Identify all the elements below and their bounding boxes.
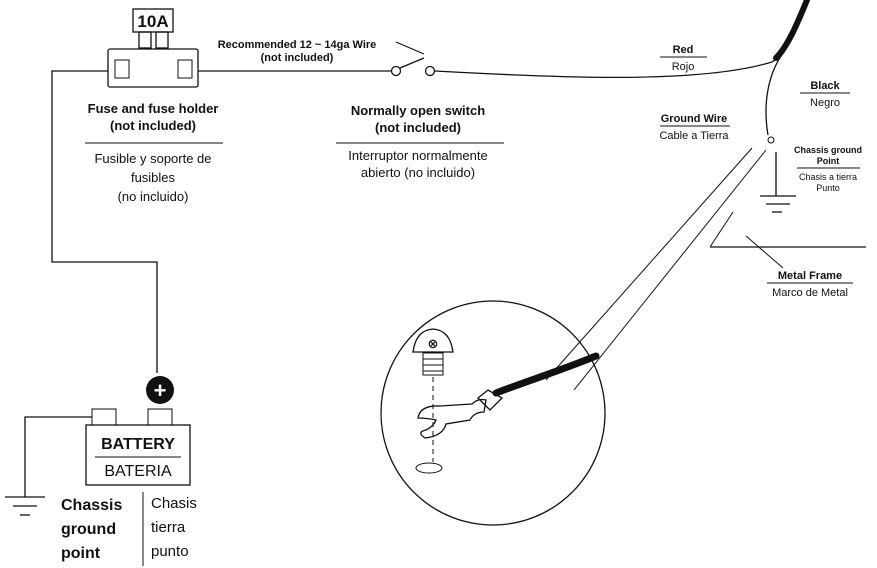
switch-contact-right	[424, 65, 436, 77]
fuse-label-es-1: Fusible y soporte de	[94, 151, 211, 166]
ring-terminal-icon	[417, 389, 504, 439]
battery-terminal-negative	[91, 408, 117, 426]
switch-label-2: (not included)	[375, 120, 461, 135]
wire-fuse-to-battery	[51, 70, 158, 373]
battery-label: BATTERY	[101, 436, 175, 453]
ground-symbol-right	[760, 152, 796, 213]
screw-icon: ⊗	[412, 328, 454, 376]
ground-lug-ring	[767, 136, 775, 144]
fuse-rating-box	[132, 8, 174, 33]
wire-insulation-thick	[773, 0, 810, 61]
chassis-ground-left-label-2: ground	[61, 521, 116, 538]
battery-body	[85, 424, 191, 486]
switch-label-es-2: abierto (no incluido)	[361, 165, 475, 180]
battery: + BATTERY BATERIA	[85, 376, 191, 486]
ground-connection-detail: ⊗	[380, 300, 606, 526]
chassis-ground-left-label-es-3: punto	[151, 543, 189, 560]
battery-label-es: BATERIA	[104, 463, 172, 480]
ground-symbol-left	[5, 496, 45, 516]
wire-note-line1: Recommended 12 ~ 14ga Wire	[218, 39, 377, 51]
red-wire-label: Red	[673, 44, 694, 56]
wire-note-line2: (not included)	[261, 52, 334, 64]
switch-contact-left	[390, 65, 402, 77]
battery-terminal-positive	[147, 408, 173, 426]
chassis-ground-left-label-1: Chassis	[61, 497, 122, 514]
fuse-label-1: Fuse and fuse holder	[88, 101, 219, 116]
chassis-ground-left-label-3: point	[61, 545, 101, 562]
red-wire-label-es: Rojo	[672, 61, 695, 73]
zoom-leader-1	[545, 147, 753, 381]
wire-note-leader	[395, 41, 425, 55]
switch-label-1: Normally open switch	[351, 103, 485, 118]
fuse-blade-left	[138, 31, 152, 49]
zoom-circle	[380, 300, 606, 526]
metal-frame-side	[709, 211, 734, 248]
mounting-hole	[415, 462, 443, 474]
chassis-ground-left-label-es-1: Chasis	[151, 495, 197, 512]
black-wire-label: Black	[810, 80, 840, 92]
fuse-label-es-3: (no incluido)	[118, 189, 189, 204]
fuse-label-2: (not included)	[110, 118, 196, 133]
ground-wire-detail	[492, 352, 600, 397]
switch-lever	[399, 57, 425, 69]
svg-text:⊗: ⊗	[428, 336, 439, 351]
fuse-holder: 10A	[107, 8, 199, 88]
zoom-leader-2	[573, 149, 767, 391]
fuse-holder-left-cap	[114, 59, 130, 79]
fuse-label-es-2: fusibles	[131, 170, 176, 185]
red-wire	[434, 0, 809, 79]
ground-wire-label: Ground Wire	[661, 113, 728, 125]
black-wire-label-es: Negro	[810, 97, 840, 109]
metal-frame-leader	[745, 235, 784, 269]
normally-open-switch	[390, 57, 436, 77]
positive-symbol: +	[154, 378, 167, 403]
chassis-ground-right-label-2: Point	[817, 156, 840, 166]
fuse-holder-right-cap	[177, 59, 193, 79]
chassis-ground-right-label-es-2: Punto	[816, 183, 840, 193]
chassis-ground-right-label-es-1: Chasis a tierra	[799, 172, 857, 182]
metal-frame-label-es: Marco de Metal	[772, 287, 848, 299]
fuse-blade-right	[155, 31, 169, 49]
fuse-holder-body	[107, 48, 199, 88]
chassis-ground-left-label-es-2: tierra	[151, 519, 186, 536]
positive-terminal-badge	[146, 376, 174, 404]
chassis-ground-right-label-1: Chassis ground	[794, 145, 862, 155]
ground-wire-label-es: Cable a Tierra	[659, 130, 729, 142]
fuse-rating: 10A	[137, 12, 168, 31]
switch-label-es-1: Interruptor normalmente	[348, 148, 487, 163]
black-wire	[765, 51, 785, 136]
wire-battery-to-ground	[24, 416, 92, 497]
metal-frame-label: Metal Frame	[778, 270, 842, 282]
